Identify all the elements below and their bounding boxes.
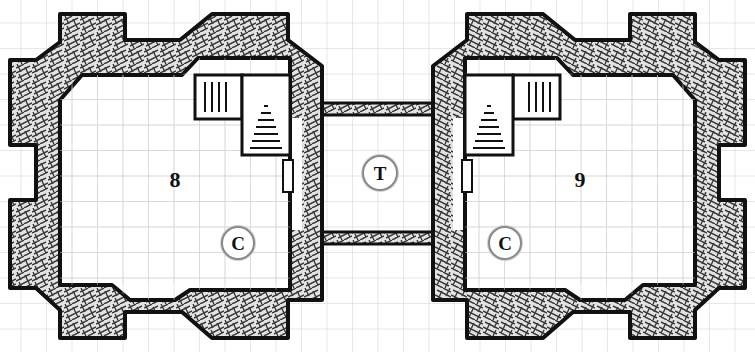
map-marker: C [221, 226, 255, 260]
room-number: 8 [170, 169, 181, 191]
marker-letter: C [498, 234, 512, 253]
map-marker: C [488, 226, 522, 260]
room-area: 9C [465, 75, 700, 285]
map-marker: T [362, 155, 398, 191]
marker-letter: T [374, 164, 387, 183]
marker-letter: C [231, 234, 245, 253]
room-area: 8C [60, 75, 290, 285]
room-number: 9 [575, 169, 586, 191]
